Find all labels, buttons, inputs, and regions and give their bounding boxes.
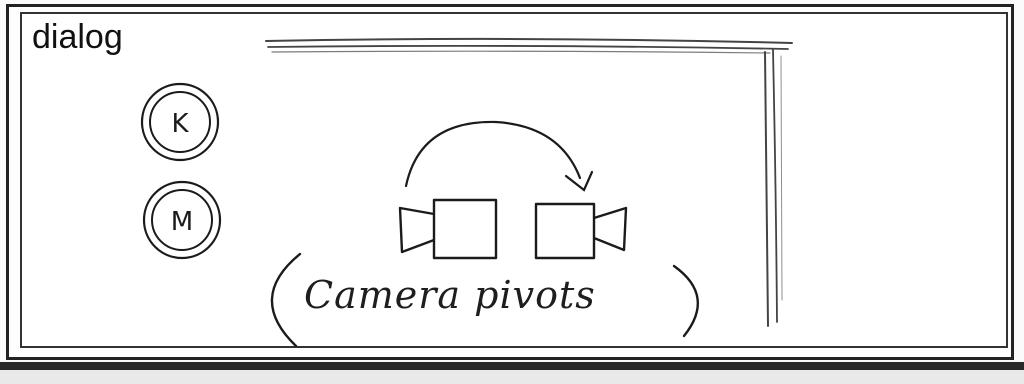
m-button[interactable]: M bbox=[144, 182, 220, 258]
camera-right-icon bbox=[536, 204, 626, 258]
k-button-label: K bbox=[171, 109, 189, 139]
pivot-arrow bbox=[406, 122, 592, 190]
right-double-line bbox=[765, 50, 782, 326]
caption-camera-pivots: Camera pivots bbox=[304, 276, 596, 314]
camera-left-icon bbox=[400, 200, 496, 258]
top-double-line bbox=[266, 39, 792, 53]
k-button[interactable]: K bbox=[142, 84, 218, 160]
m-button-label: M bbox=[171, 207, 193, 237]
